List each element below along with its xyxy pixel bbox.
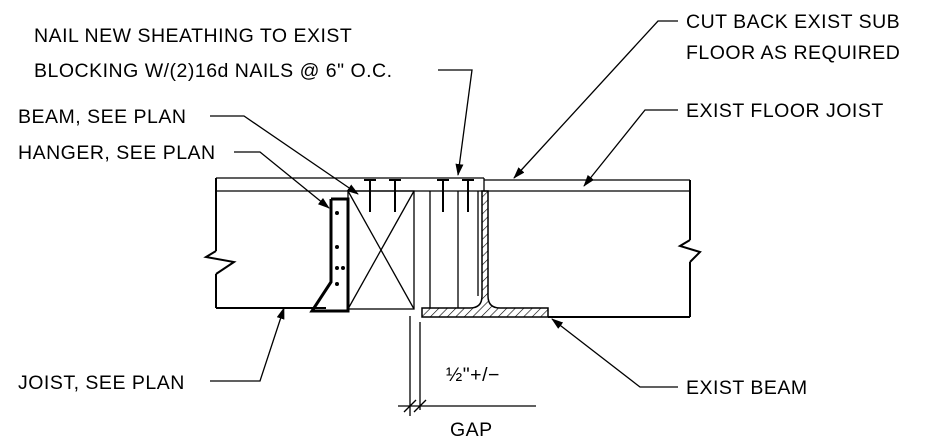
gap-dimension-label: ½"+/− [446,364,500,386]
nail-note-line-2: BLOCKING W/(2)16d NAILS @ 6" O.C. [34,60,393,82]
existing-steel-beam [421,190,549,318]
hanger-label: HANGER, SEE PLAN [18,142,216,164]
joist-label: JOIST, SEE PLAN [18,372,185,394]
exist-floor-joist-label: EXIST FLOOR JOIST [686,100,884,122]
leader-lines [210,20,678,388]
cut-note-line-2: FLOOR AS REQUIRED [686,42,900,64]
blocking [429,191,479,308]
nails [364,179,474,212]
new-beam [347,190,415,310]
nail-note-line-1: NAIL NEW SHEATHING TO EXIST [34,25,352,47]
existing-floor-joist [548,180,702,318]
new-joist [203,178,326,309]
exist-beam-label: EXIST BEAM [686,377,808,399]
beam-label: BEAM, SEE PLAN [18,106,186,128]
cut-note-line-1: CUT BACK EXIST SUB [686,11,900,33]
gap-dimension [398,316,536,416]
gap-label: GAP [450,419,493,441]
joist-hanger [309,197,350,313]
